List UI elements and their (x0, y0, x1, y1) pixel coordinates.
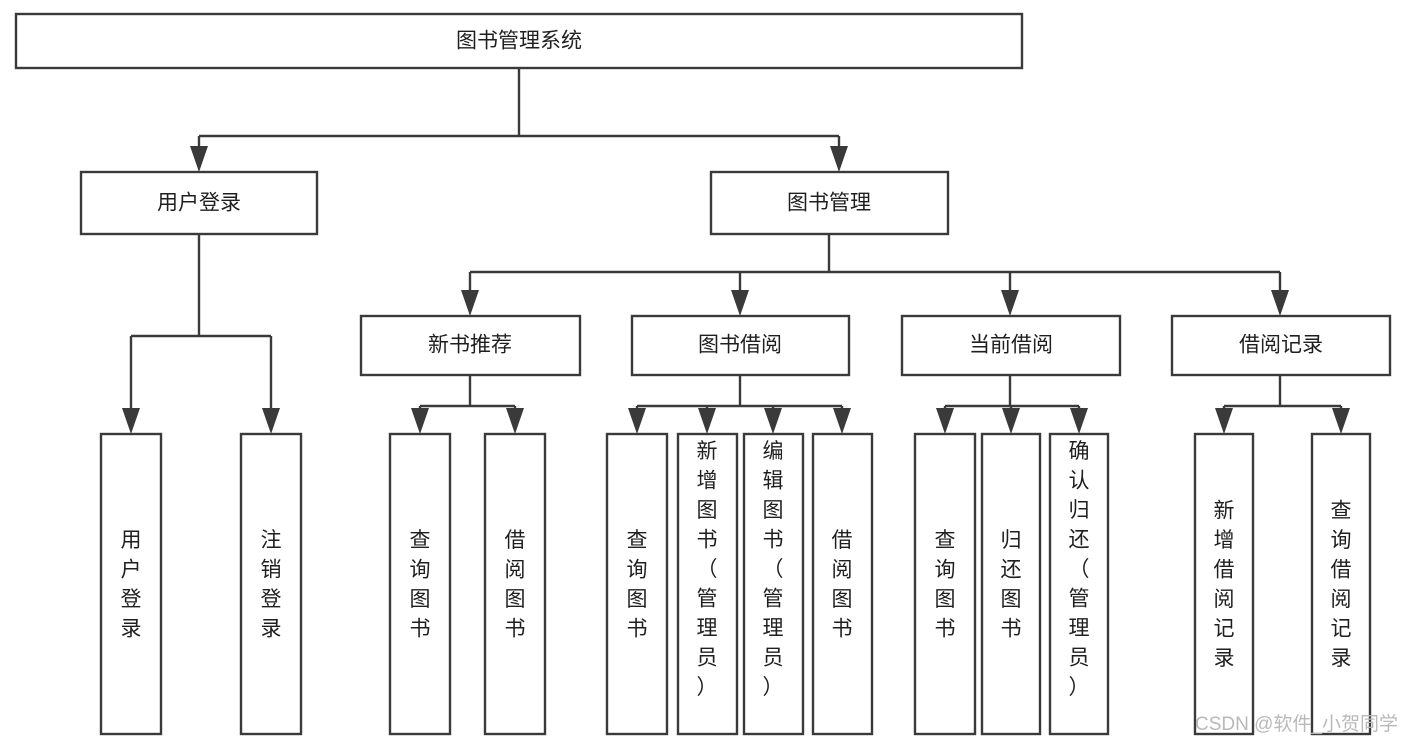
node-leaf-user-login-label: 用户登录 (121, 529, 142, 641)
node-leaf-edit-book-label: 编辑图书（管理员） (763, 440, 784, 699)
node-leaf-query-book-2[interactable]: 查询图书 (605, 432, 669, 736)
node-leaf-borrow-book-1[interactable]: 借阅图书 (483, 432, 547, 736)
arrow-head-leaf-query-record (1332, 408, 1350, 434)
node-leaf-query-book-3[interactable]: 查询图书 (913, 432, 977, 736)
node-leaf-query-record[interactable]: 查询借阅记录 (1310, 432, 1372, 736)
node-leaf-confirm-return[interactable]: 确认归还（管理员） (1048, 432, 1110, 736)
node-borrow-record[interactable]: 借阅记录 (1170, 314, 1392, 377)
node-book-manage[interactable]: 图书管理 (709, 170, 950, 236)
node-book-borrow-label: 图书借阅 (698, 334, 782, 357)
arrow-head-leaf-logout (262, 408, 280, 434)
node-layer: 图书管理系统 用户登录 图书管理 新书推荐 图书借阅 (14, 12, 1392, 736)
node-leaf-add-record-box[interactable] (1193, 432, 1255, 736)
node-leaf-add-book-label: 新增图书（管理员） (697, 440, 718, 699)
edge-root-to-level1 (197, 68, 841, 152)
arrow-head-leaf-query-book-1 (411, 408, 429, 434)
arrow-head-book-manage (830, 146, 848, 172)
arrow-head-user-login (190, 146, 208, 172)
arrow-head-leaf-return-book (1002, 408, 1020, 434)
node-leaf-add-book-box[interactable] (676, 432, 739, 736)
node-leaf-confirm-return-box[interactable] (1048, 432, 1110, 736)
node-leaf-logout-box[interactable] (239, 432, 303, 736)
node-new-book-rec-label: 新书推荐 (428, 334, 512, 357)
node-leaf-logout[interactable]: 注销登录 (239, 432, 303, 736)
edge-bookmanage-to-level2 (468, 234, 1282, 296)
node-new-book-rec[interactable]: 新书推荐 (359, 314, 582, 377)
node-current-borrow-box[interactable] (900, 314, 1122, 377)
node-leaf-logout-label: 注销登录 (261, 529, 282, 641)
arrow-head-leaf-add-record (1215, 408, 1233, 434)
node-leaf-edit-book-box[interactable] (742, 432, 805, 736)
arrow-head-current-borrow (1001, 290, 1019, 316)
node-book-manage-label: 图书管理 (787, 192, 871, 215)
arrow-head-new-book-rec (461, 290, 479, 316)
arrow-head-leaf-query-book-3 (936, 408, 954, 434)
node-current-borrow[interactable]: 当前借阅 (900, 314, 1122, 377)
csdn-watermark: CSDN @软件_小贺同学 (1195, 713, 1398, 735)
node-leaf-query-book-3-box[interactable] (913, 432, 977, 736)
node-new-book-rec-box[interactable] (359, 314, 582, 377)
node-leaf-query-record-label: 查询借阅记录 (1331, 500, 1352, 671)
node-leaf-borrow-book-1-box[interactable] (483, 432, 547, 736)
node-root[interactable]: 图书管理系统 (14, 12, 1024, 70)
node-leaf-add-book[interactable]: 新增图书（管理员） (676, 432, 739, 736)
arrow-head-borrow-record (1271, 290, 1289, 316)
node-leaf-add-record-label: 新增借阅记录 (1214, 500, 1235, 671)
node-leaf-return-book-label: 归还图书 (1001, 529, 1022, 641)
edge-userlogin-to-leaves (129, 234, 273, 414)
arrow-head-leaf-confirm-return (1070, 408, 1088, 434)
node-leaf-add-record[interactable]: 新增借阅记录 (1193, 432, 1255, 736)
node-leaf-query-book-2-label: 查询图书 (627, 529, 648, 641)
edge-newbookrec-to-leaves (418, 375, 517, 414)
node-leaf-query-book-1-label: 查询图书 (410, 529, 431, 641)
node-leaf-query-book-1-box[interactable] (388, 432, 452, 736)
node-leaf-return-book[interactable]: 归还图书 (980, 432, 1042, 736)
node-leaf-confirm-return-label: 确认归还（管理员） (1069, 440, 1090, 699)
node-leaf-query-record-box[interactable] (1310, 432, 1372, 736)
node-leaf-user-login-box[interactable] (99, 432, 163, 736)
node-leaf-borrow-book-2-box[interactable] (811, 432, 874, 736)
arrow-head-leaf-edit-book (764, 408, 782, 434)
node-root-box[interactable] (14, 12, 1024, 70)
node-leaf-borrow-book-2[interactable]: 借阅图书 (811, 432, 874, 736)
node-book-borrow-box[interactable] (630, 314, 851, 377)
arrow-head-leaf-borrow-book-1 (506, 408, 524, 434)
node-leaf-return-book-box[interactable] (980, 432, 1042, 736)
arrow-head-leaf-add-book (698, 408, 716, 434)
node-leaf-borrow-book-1-label: 借阅图书 (505, 529, 526, 641)
edge-borrowrecord-to-leaves (1222, 375, 1343, 414)
edge-bookborrow-to-leaves (635, 375, 844, 414)
node-user-login-label: 用户登录 (157, 192, 241, 215)
arrow-head-leaf-borrow-book-2 (833, 408, 851, 434)
node-leaf-borrow-book-2-label: 借阅图书 (832, 529, 853, 641)
node-leaf-query-book-1[interactable]: 查询图书 (388, 432, 452, 736)
node-user-login-box[interactable] (79, 170, 319, 236)
node-borrow-record-label: 借阅记录 (1239, 334, 1323, 357)
node-leaf-query-book-2-box[interactable] (605, 432, 669, 736)
node-current-borrow-label: 当前借阅 (969, 334, 1053, 357)
node-borrow-record-box[interactable] (1170, 314, 1392, 377)
node-leaf-user-login[interactable]: 用户登录 (99, 432, 163, 736)
node-leaf-edit-book[interactable]: 编辑图书（管理员） (742, 432, 805, 736)
node-user-login[interactable]: 用户登录 (79, 170, 319, 236)
node-leaf-query-book-3-label: 查询图书 (935, 529, 956, 641)
connector-layer (122, 68, 1350, 434)
arrow-head-book-borrow (731, 290, 749, 316)
node-book-borrow[interactable]: 图书借阅 (630, 314, 851, 377)
arrow-head-leaf-user-login (122, 408, 140, 434)
arrow-head-leaf-query-book-2 (628, 408, 646, 434)
node-book-manage-box[interactable] (709, 170, 950, 236)
node-root-label: 图书管理系统 (456, 30, 582, 53)
